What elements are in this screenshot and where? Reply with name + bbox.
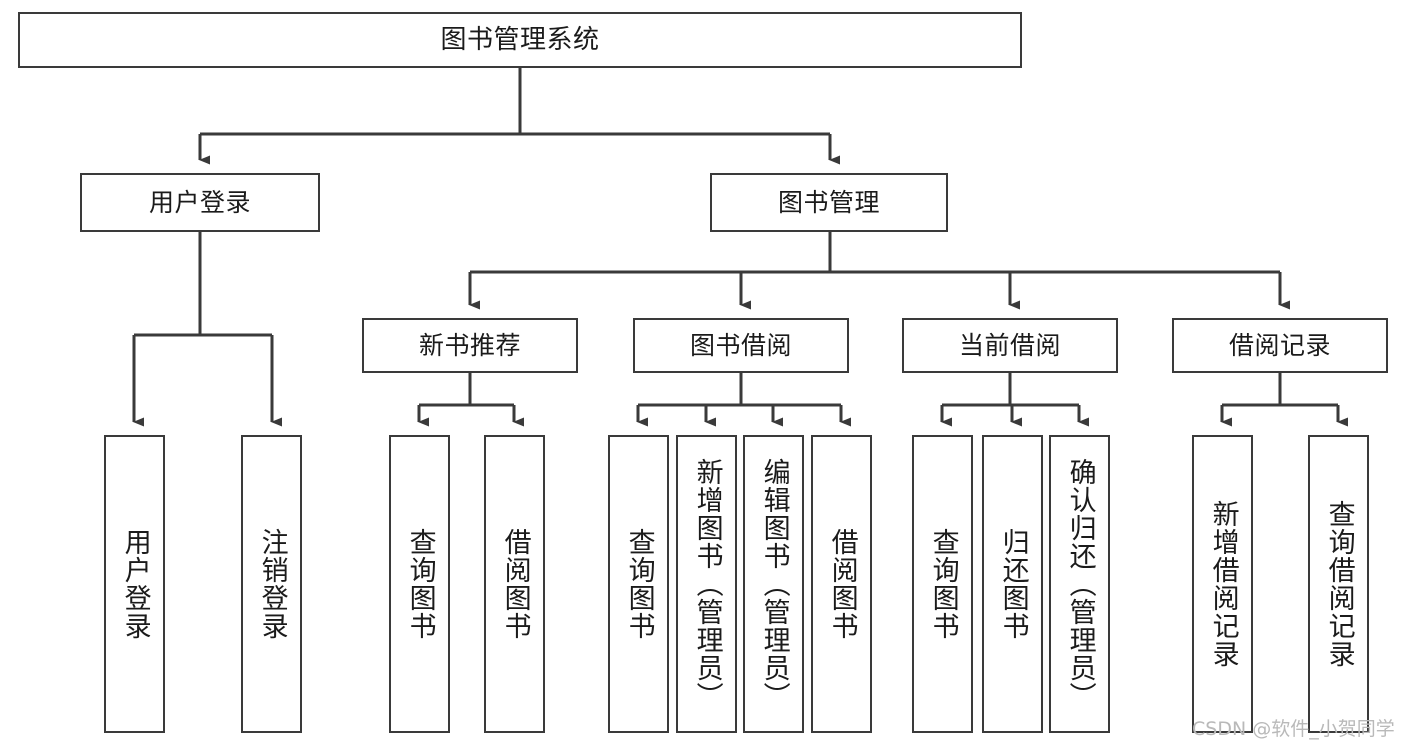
node-leaf-query-book-3[interactable]: 查询图书 [912,435,973,733]
csdn-watermark: CSDN @软件_小贺同学 [1192,718,1395,740]
node-new-book-rec-label: 新书推荐 [418,330,521,360]
node-leaf-query-book-2[interactable]: 查询图书 [608,435,669,733]
node-leaf-query-record-label: 查询借阅记录 [1323,500,1355,668]
node-leaf-confirm-return-label: 确认归还（管理员） [1064,458,1096,710]
node-leaf-query-book-1-label: 查询图书 [404,528,436,640]
node-leaf-borrow-book-2[interactable]: 借阅图书 [811,435,872,733]
node-root-label: 图书管理系统 [440,24,600,55]
node-current-borrow-label: 当前借阅 [958,330,1061,360]
node-leaf-user-login[interactable]: 用户登录 [104,435,165,733]
node-book-borrow-label: 图书借阅 [689,330,792,360]
node-leaf-return-book[interactable]: 归还图书 [982,435,1043,733]
node-user-login[interactable]: 用户登录 [80,173,320,232]
node-root[interactable]: 图书管理系统 [18,12,1022,68]
node-leaf-user-login-label: 用户登录 [119,528,151,640]
node-leaf-add-book-label: 新增图书（管理员） [691,458,723,710]
node-leaf-borrow-book-1[interactable]: 借阅图书 [484,435,545,733]
node-book-manage-label: 图书管理 [777,187,880,217]
node-leaf-add-record-label: 新增借阅记录 [1207,500,1239,668]
node-leaf-edit-book[interactable]: 编辑图书（管理员） [743,435,804,733]
node-leaf-logout[interactable]: 注销登录 [241,435,302,733]
node-leaf-query-book-1[interactable]: 查询图书 [389,435,450,733]
node-leaf-query-book-2-label: 查询图书 [623,528,655,640]
node-borrow-record[interactable]: 借阅记录 [1172,318,1388,373]
node-leaf-query-record[interactable]: 查询借阅记录 [1308,435,1369,733]
node-new-book-rec[interactable]: 新书推荐 [362,318,578,373]
node-leaf-logout-label: 注销登录 [256,528,288,640]
node-user-login-label: 用户登录 [148,187,251,217]
node-leaf-edit-book-label: 编辑图书（管理员） [758,458,790,710]
node-leaf-add-record[interactable]: 新增借阅记录 [1192,435,1253,733]
node-book-manage[interactable]: 图书管理 [710,173,948,232]
node-leaf-add-book[interactable]: 新增图书（管理员） [676,435,737,733]
node-leaf-query-book-3-label: 查询图书 [927,528,959,640]
node-book-borrow[interactable]: 图书借阅 [633,318,849,373]
node-leaf-borrow-book-1-label: 借阅图书 [499,528,531,640]
node-leaf-return-book-label: 归还图书 [997,528,1029,640]
node-borrow-record-label: 借阅记录 [1228,330,1331,360]
node-current-borrow[interactable]: 当前借阅 [902,318,1118,373]
node-leaf-confirm-return[interactable]: 确认归还（管理员） [1049,435,1110,733]
node-leaf-borrow-book-2-label: 借阅图书 [826,528,858,640]
